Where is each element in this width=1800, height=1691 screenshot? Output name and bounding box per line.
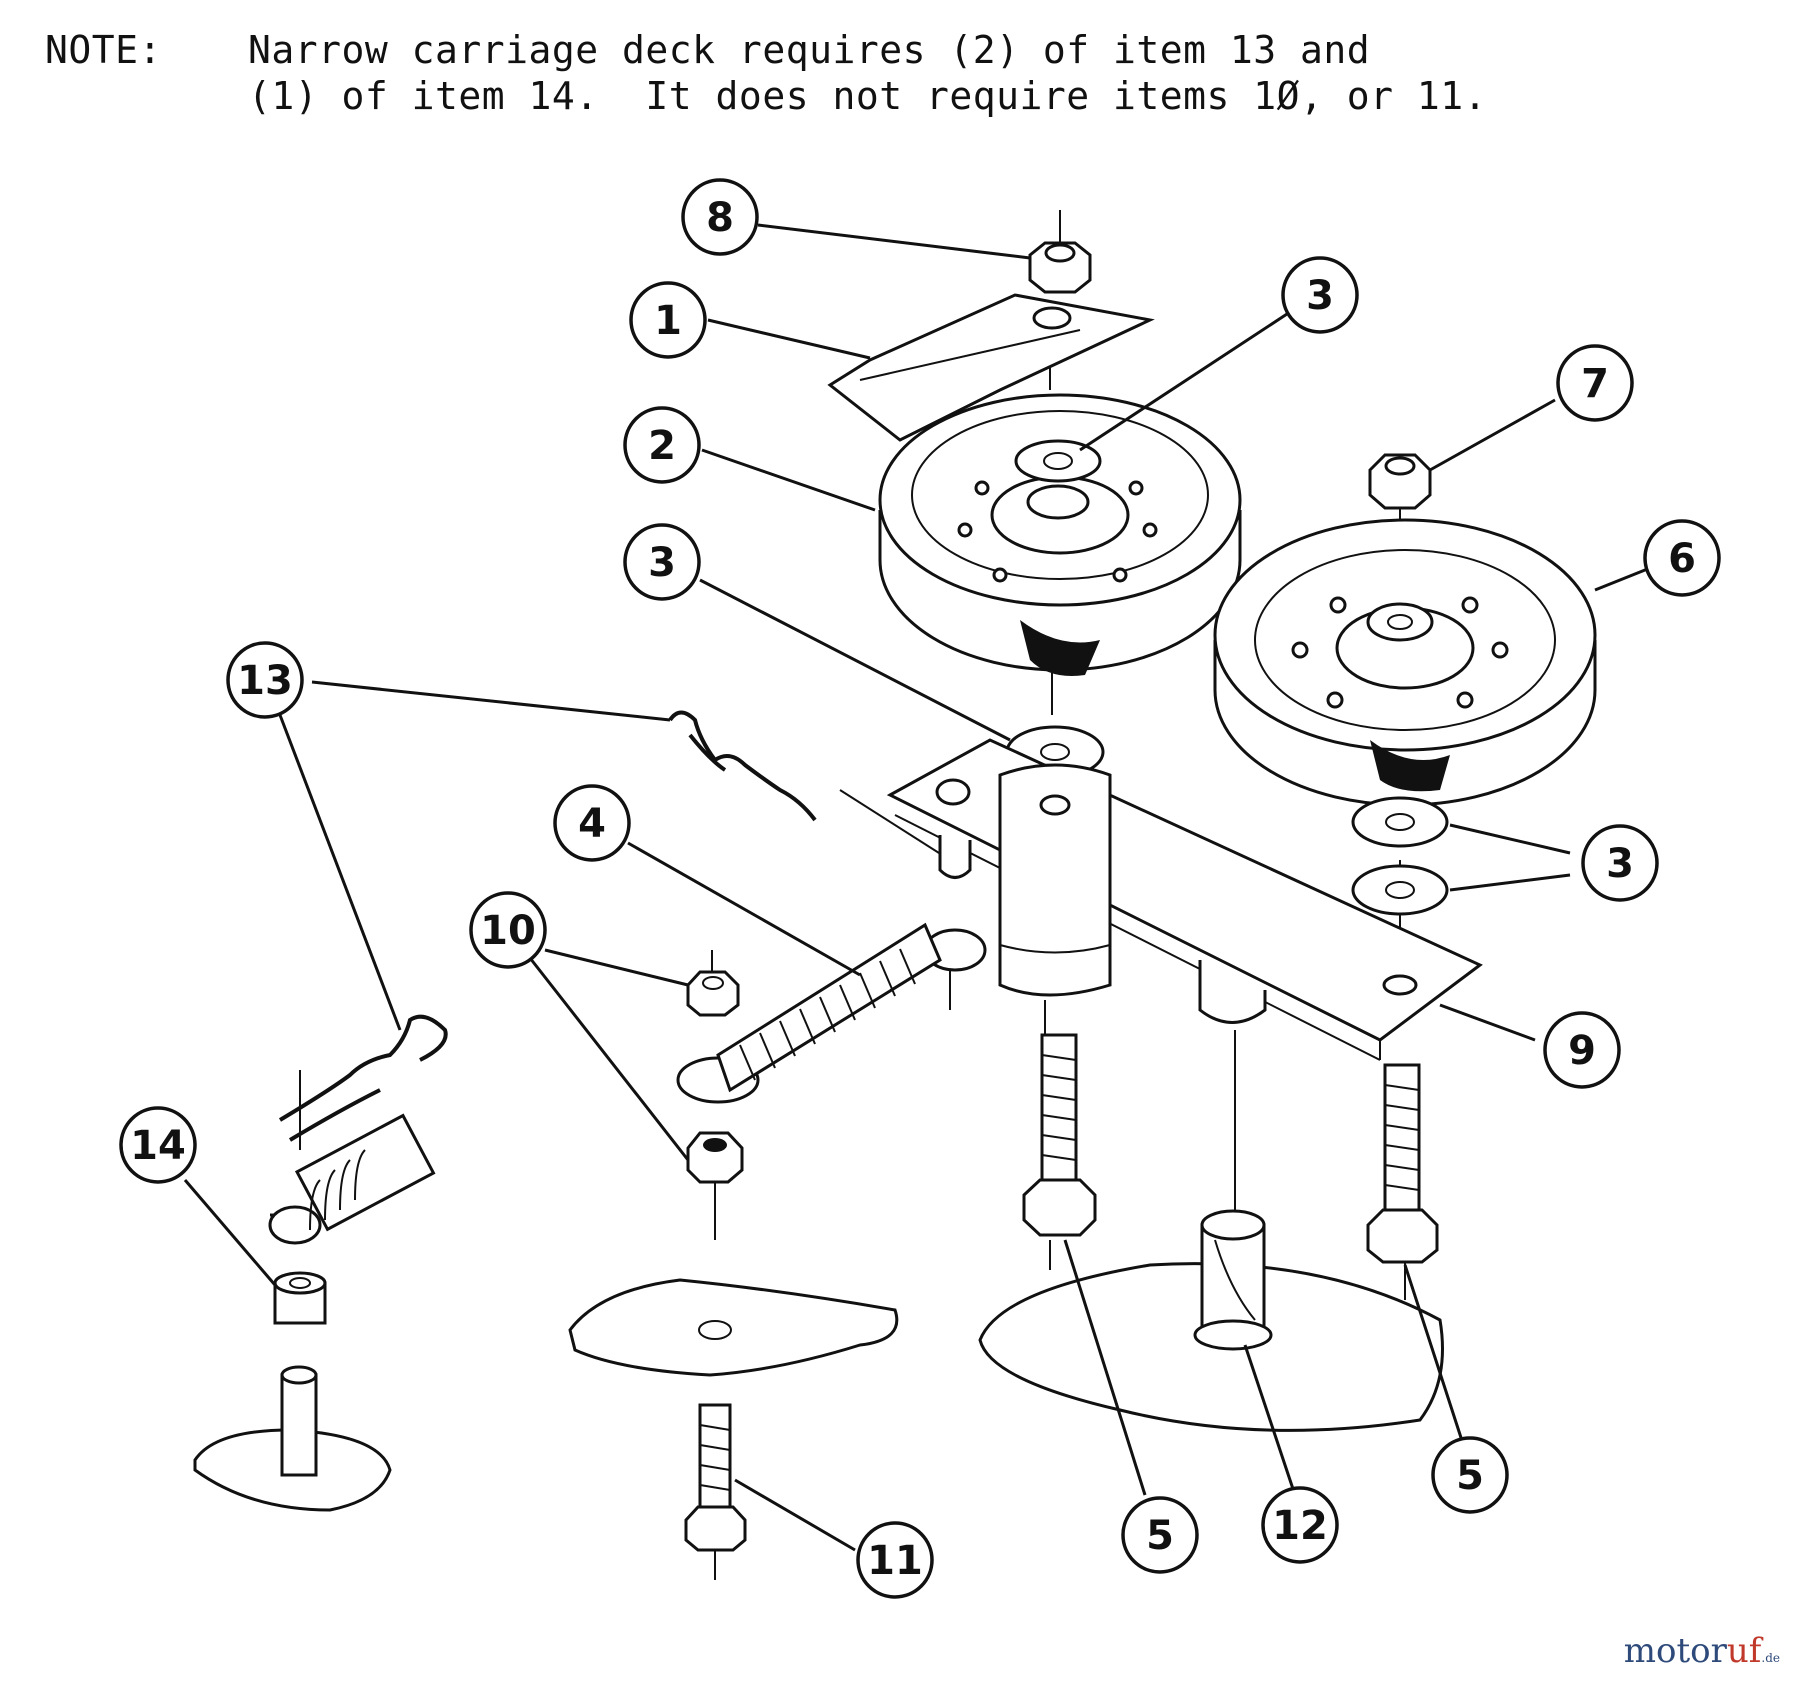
nut-part-8 [1028, 241, 1092, 294]
spring-part-4 [676, 922, 987, 1104]
bolt-part-5-left [1022, 1033, 1097, 1237]
watermark-logo: motoruf.de [1624, 1631, 1780, 1671]
note-label: NOTE: [45, 28, 162, 72]
callout-3-top-label: 3 [1306, 273, 1334, 319]
callout-10: 10 [469, 891, 547, 969]
watermark-part-2: uf [1726, 1631, 1762, 1671]
callout-7: 7 [1556, 344, 1634, 422]
callout-12: 12 [1261, 1486, 1339, 1564]
callout-9-label: 9 [1568, 1028, 1596, 1074]
callout-5-right-label: 5 [1456, 1453, 1484, 1499]
callout-2: 2 [623, 406, 701, 484]
mounting-plate-part-9 [886, 738, 1483, 1061]
callout-3-right-label: 3 [1606, 841, 1634, 887]
callout-9: 9 [1543, 1011, 1621, 1089]
callout-5-left-label: 5 [1146, 1513, 1174, 1559]
callout-14-label: 14 [130, 1123, 186, 1169]
bolt-part-5-right [1366, 1063, 1439, 1264]
callout-5-right: 5 [1431, 1436, 1509, 1514]
callout-5-left: 5 [1121, 1496, 1199, 1574]
clip-part-13 [278, 710, 817, 1142]
callout-7-label: 7 [1581, 361, 1609, 407]
callout-11-label: 11 [867, 1538, 923, 1584]
leader-lines [183, 223, 1651, 1552]
callout-4-label: 4 [578, 801, 606, 847]
pulley-part-6 [1213, 518, 1597, 807]
callout-2-label: 2 [648, 423, 676, 469]
left-deck-stub [193, 1365, 392, 1512]
collar-part-14 [273, 1271, 327, 1325]
callout-3-mid-label: 3 [648, 540, 676, 586]
nut-part-10-lower [686, 1131, 744, 1184]
callout-1-label: 1 [654, 298, 682, 344]
callout-3-top: 3 [1281, 256, 1359, 334]
callout-12-label: 12 [1272, 1503, 1328, 1549]
callout-11: 11 [856, 1521, 934, 1599]
bolt-part-11 [684, 1403, 747, 1552]
callout-4: 4 [553, 784, 631, 862]
watermark-part-1: motor [1623, 1631, 1727, 1671]
callout-14: 14 [119, 1106, 197, 1184]
callout-8-label: 8 [706, 195, 734, 241]
callout-13-label: 13 [237, 658, 293, 704]
note-line-2: (1) of item 14. It does not require item… [248, 74, 1488, 118]
callout-6: 6 [1643, 519, 1721, 597]
watermark-suffix: .de [1761, 1651, 1780, 1665]
callout-8: 8 [681, 178, 759, 256]
nut-part-10-upper [686, 970, 740, 1017]
nut-part-7 [1368, 453, 1432, 510]
callout-3-right: 3 [1581, 824, 1659, 902]
spring-coils [716, 922, 942, 1093]
callout-10-label: 10 [480, 908, 536, 954]
spring-small-left [268, 1113, 436, 1245]
pulley-part-2 [878, 393, 1242, 676]
callout-6-label: 6 [1668, 536, 1696, 582]
callout-13: 13 [226, 641, 304, 719]
middle-deck-piece [568, 1278, 899, 1377]
note-line-1: Narrow carriage deck requires (2) of ite… [248, 28, 1371, 72]
bracket-plate-part-1 [827, 293, 1155, 442]
callout-1: 1 [629, 281, 707, 359]
callout-3-mid: 3 [623, 523, 701, 601]
